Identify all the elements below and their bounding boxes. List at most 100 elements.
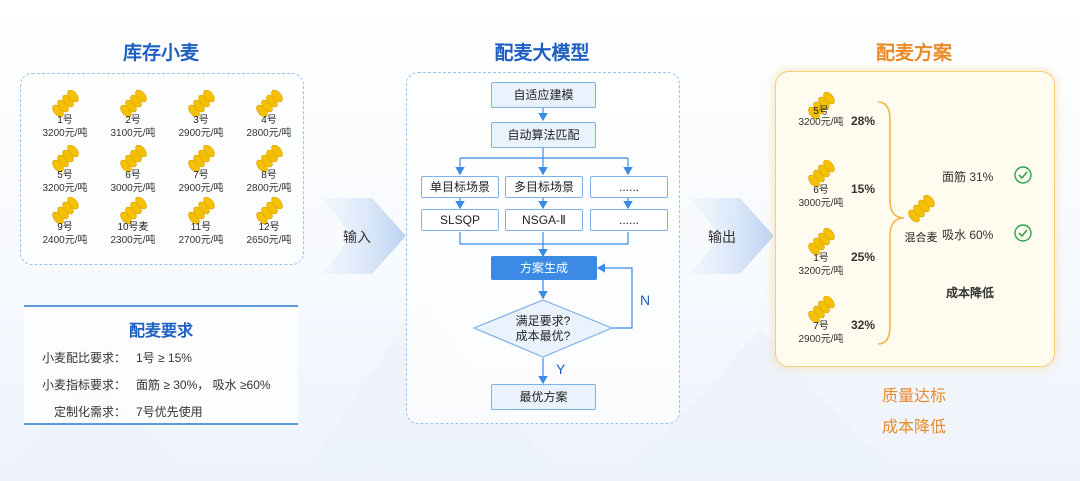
quality-footer: 质量达标: [881, 388, 946, 405]
yes-label: Y: [556, 361, 566, 377]
output-chevron-icon: [690, 198, 774, 274]
wheat-item: 11号 2700元/吨: [166, 197, 236, 253]
wheat-item: 4号 2800元/吨: [234, 90, 304, 146]
multi-objective-scene: 多目标场景: [505, 176, 583, 198]
wheat-price: 3200元/吨: [42, 183, 88, 194]
wheat-price: 2900元/吨: [798, 334, 844, 345]
mixed-wheat-label: 混合麦: [904, 232, 938, 244]
decision-line: 满足要求?: [515, 314, 571, 328]
gluten-result: 面筋 31%: [942, 170, 994, 184]
wheat-price: 2300元/吨: [110, 235, 156, 246]
wheat-icon: [52, 145, 79, 173]
wheat-price: 2650元/吨: [246, 235, 292, 246]
single-objective-scene: 单目标场景: [421, 176, 499, 198]
wheat-price: 2900元/吨: [178, 128, 224, 139]
wheat-item: 3号 2900元/吨: [166, 90, 236, 146]
solution-title: 配麦方案: [875, 43, 952, 64]
requirement-label: 定制化需求：: [53, 405, 126, 419]
water-result: 吸水 60%: [942, 228, 994, 242]
wheat-price: 2700元/吨: [178, 235, 224, 246]
no-label: N: [640, 292, 651, 308]
wheat-item: 7号 2900元/吨: [166, 145, 236, 201]
wheat-number: 7号: [193, 170, 209, 181]
requirement-value: 7号优先使用: [136, 405, 203, 419]
input-label: 输入: [343, 229, 371, 245]
best-plan-step: 最优方案: [491, 384, 596, 410]
solution-wheat-item: 1号 3200元/吨: [786, 228, 856, 284]
nsga-algorithm: NSGA-Ⅱ: [505, 209, 583, 231]
check-icon: [1014, 166, 1032, 184]
wheat-number: 5号: [57, 170, 73, 181]
solution-percentage: 15%: [851, 182, 876, 196]
cost-footer: 成本降低: [881, 419, 946, 436]
wheat-price: 3200元/吨: [42, 128, 88, 139]
wheat-icon: [256, 90, 283, 118]
wheat-icon: [188, 145, 215, 173]
requirement-value: 1号 ≥ 15%: [136, 351, 192, 365]
wheat-number: 1号: [813, 253, 829, 264]
requirement-value: 面筋 ≥ 30%， 吸水 ≥60%: [136, 378, 271, 392]
wheat-icon: [188, 90, 215, 118]
wheat-item: 5号 3200元/吨: [30, 145, 100, 201]
wheat-number: 11号: [190, 222, 212, 233]
flow-connectors: [455, 107, 633, 385]
wheat-item: 1号 3200元/吨: [30, 90, 100, 146]
wheat-price: 3000元/吨: [110, 183, 156, 194]
wheat-number: 12号: [258, 222, 280, 233]
wheat-icon: [908, 195, 935, 223]
wheat-price: 2800元/吨: [246, 128, 292, 139]
wheat-price: 3100元/吨: [110, 128, 156, 139]
model-title: 配麦大模型: [494, 43, 590, 64]
wheat-icon: [808, 92, 835, 120]
wheat-icon: [808, 160, 835, 188]
solution-wheat-item: 7号 2900元/吨: [786, 296, 856, 352]
wheat-icon: [52, 197, 79, 225]
wheat-price: 2900元/吨: [178, 183, 224, 194]
solution-percentage: 28%: [851, 114, 876, 128]
wheat-price: 2800元/吨: [246, 183, 292, 194]
more-algorithms: ......: [590, 209, 668, 231]
cost-reduced-result: 成本降低: [946, 286, 995, 300]
brace-icon: [877, 101, 905, 345]
wheat-icon: [808, 228, 835, 256]
solution-percentage: 32%: [851, 318, 876, 332]
wheat-item: 6号 3000元/吨: [98, 145, 168, 201]
requirement-label: 小麦配比要求：: [41, 351, 126, 365]
wheat-icon: [256, 197, 283, 225]
wheat-price: 3200元/吨: [798, 117, 844, 128]
wheat-icon: [120, 90, 147, 118]
input-chevron-icon: [322, 198, 406, 274]
wheat-icon: [808, 296, 835, 324]
wheat-number: 6号: [125, 170, 141, 181]
wheat-number: 2号: [125, 115, 141, 126]
slsqp-algorithm: SLSQP: [421, 209, 499, 231]
more-scenes: ......: [590, 176, 668, 198]
wheat-item: 2号 3100元/吨: [98, 90, 168, 146]
wheat-item: 12号 2650元/吨: [234, 197, 304, 253]
wheat-item: 8号 2800元/吨: [234, 145, 304, 201]
output-label: 输出: [708, 229, 736, 245]
wheat-price: 3200元/吨: [798, 266, 844, 277]
plan-generation-step: 方案生成: [491, 256, 597, 280]
wheat-number: 8号: [261, 170, 277, 181]
decision-diamond: 满足要求? 成本最优?: [493, 314, 593, 344]
solution-percentage: 25%: [851, 250, 876, 264]
wheat-price: 2400元/吨: [42, 235, 88, 246]
mixed-wheat: 混合麦: [886, 195, 956, 251]
wheat-number: 4号: [261, 115, 277, 126]
wheat-number: 3号: [193, 115, 209, 126]
wheat-icon: [120, 145, 147, 173]
requirements-panel: 配麦要求 小麦配比要求： 1号 ≥ 15% 小麦指标要求： 面筋 ≥ 30%， …: [24, 305, 298, 425]
wheat-icon: [52, 90, 79, 118]
requirement-label: 小麦指标要求：: [41, 378, 126, 392]
wheat-number: 7号: [813, 321, 829, 332]
wheat-icon: [188, 197, 215, 225]
wheat-number: 1号: [57, 115, 73, 126]
wheat-number: 5号: [813, 106, 829, 117]
wheat-icon: [256, 145, 283, 173]
wheat-icon: [120, 197, 147, 225]
adaptive-modeling-step: 自适应建模: [491, 82, 596, 108]
